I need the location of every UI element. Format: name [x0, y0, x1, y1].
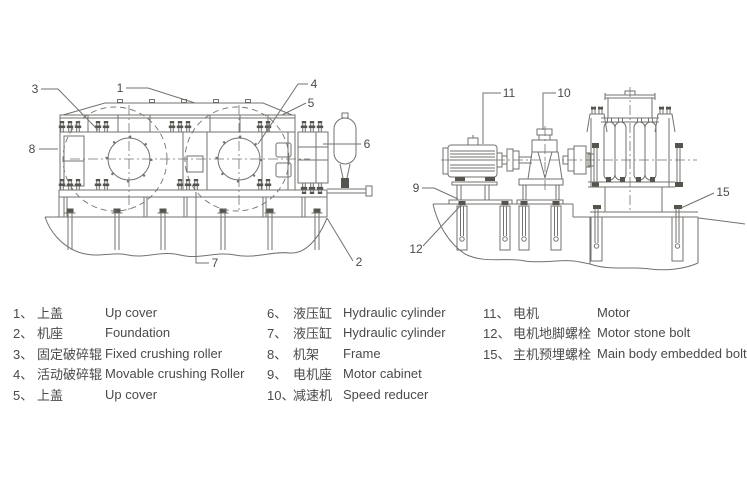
legend-column-1: 1、 上盖 Up cover 2、 机座 Foundation 3、 固定破碎辊… [13, 302, 244, 405]
legend-zh: 液压缸 [293, 326, 333, 342]
legend-num: 1、 [13, 305, 34, 321]
legend-item-8: 8、 机架 Frame [267, 343, 446, 364]
legend-en: Motor [597, 304, 631, 320]
legend-zh: 机座 [37, 326, 64, 342]
legend-en: Foundation [105, 325, 171, 341]
callout-11: 11 [503, 86, 516, 100]
side-view-drawing: 11 10 9 12 15 [409, 86, 746, 271]
legend-en: Motor stone bolt [597, 325, 691, 341]
ground-foundation-side [432, 203, 746, 271]
legend-item-12: 12、 电机地脚螺栓 Motor stone bolt [483, 323, 747, 344]
hydraulic-cylinder-assembly [297, 112, 373, 197]
legend-en: Speed reducer [343, 386, 429, 402]
top-cover [62, 99, 293, 116]
legend-num: 12、 [483, 326, 511, 342]
legend-num: 8、 [267, 346, 288, 362]
front-view-callouts: 3 1 4 5 8 6 7 2 [29, 77, 371, 270]
legend-en: Up cover [105, 386, 158, 402]
legend-item-2: 2、 机座 Foundation [13, 323, 244, 344]
legend-num: 2、 [13, 326, 34, 342]
motor-stone-bolts [456, 201, 562, 251]
legend-item-3: 3、 固定破碎辊 Fixed crushing roller [13, 343, 244, 364]
legend-zh: 固定破碎辊 [37, 346, 103, 362]
legend-column-2: 6、 液压缸 Hydraulic cylinder 7、 液压缸 Hydraul… [267, 302, 446, 405]
ground-foundation [44, 216, 328, 258]
legend-item-6: 6、 液压缸 Hydraulic cylinder [267, 302, 446, 323]
callout-3: 3 [32, 82, 39, 96]
legend-num: 3、 [13, 346, 34, 362]
legend-num: 15、 [483, 346, 511, 362]
crushing-rollers [62, 105, 310, 212]
legend-en: Hydraulic cylinder [343, 325, 446, 341]
callout-8: 8 [29, 142, 36, 156]
legend-zh: 减速机 [293, 387, 333, 403]
legend-column-3: 11、 电机 Motor 12、 电机地脚螺栓 Motor stone bolt… [483, 302, 747, 364]
callout-6: 6 [364, 137, 371, 151]
legend-num: 10、 [267, 387, 295, 403]
legend-en: Main body embedded bolt [597, 345, 747, 361]
legend-num: 6、 [267, 305, 288, 321]
legend-zh: 上盖 [37, 387, 64, 403]
side-view-callouts: 11 10 9 12 15 [409, 86, 730, 256]
legend-num: 9、 [267, 367, 288, 383]
motor [442, 135, 532, 181]
legend-zh: 机架 [293, 346, 320, 362]
legend-item-1: 1、 上盖 Up cover [13, 302, 244, 323]
legend-num: 7、 [267, 326, 288, 342]
legend-zh: 液压缸 [293, 305, 333, 321]
legend-item-4: 4、 活动破碎辊 Movable crushing Roller [13, 364, 244, 385]
legend-zh: 上盖 [37, 305, 64, 321]
callout-7: 7 [212, 256, 219, 270]
legend-num: 4、 [13, 367, 34, 383]
callout-2: 2 [356, 255, 363, 269]
callout-4: 4 [311, 77, 318, 91]
legend-item-7: 7、 液压缸 Hydraulic cylinder [267, 323, 446, 344]
post-studs [591, 106, 671, 114]
callout-1: 1 [117, 81, 124, 95]
legend-num: 11、 [483, 305, 510, 321]
front-view-drawing: 3 1 4 5 8 6 7 2 [29, 77, 373, 270]
legend-en: Fixed crushing roller [105, 345, 223, 361]
legend-zh: 电机 [513, 305, 540, 321]
legend-zh: 活动破碎辊 [37, 367, 103, 383]
legend-item-15: 15、 主机预埋螺栓 Main body embedded bolt [483, 343, 747, 364]
legend-item-5: 5、 上盖 Up cover [13, 384, 244, 405]
legend-zh: 主机预埋螺栓 [513, 346, 592, 362]
legend-item-9: 9、 电机座 Motor cabinet [267, 364, 446, 385]
callout-15: 15 [716, 185, 730, 199]
speed-reducer [516, 126, 591, 205]
legend-item-10: 10、 减速机 Speed reducer [267, 384, 446, 405]
legend-item-11: 11、 电机 Motor [483, 302, 747, 323]
callout-5: 5 [308, 96, 315, 110]
legend-en: Frame [343, 345, 381, 361]
motor-cabinet-base [448, 181, 513, 205]
callout-12: 12 [409, 242, 423, 256]
main-body-embedded-bolts [590, 205, 684, 262]
legend-zh: 电机座 [293, 367, 333, 383]
legend-en: Up cover [105, 304, 158, 320]
crusher-side-body [441, 87, 698, 213]
legend-num: 5、 [13, 387, 34, 403]
legend-en: Hydraulic cylinder [343, 304, 446, 320]
legend-en: Motor cabinet [343, 366, 422, 382]
callout-10: 10 [557, 86, 571, 100]
legend-zh: 电机地脚螺栓 [513, 326, 592, 342]
callout-9: 9 [413, 181, 420, 195]
legend-en: Movable crushing Roller [105, 366, 245, 382]
machine-base [58, 189, 328, 251]
